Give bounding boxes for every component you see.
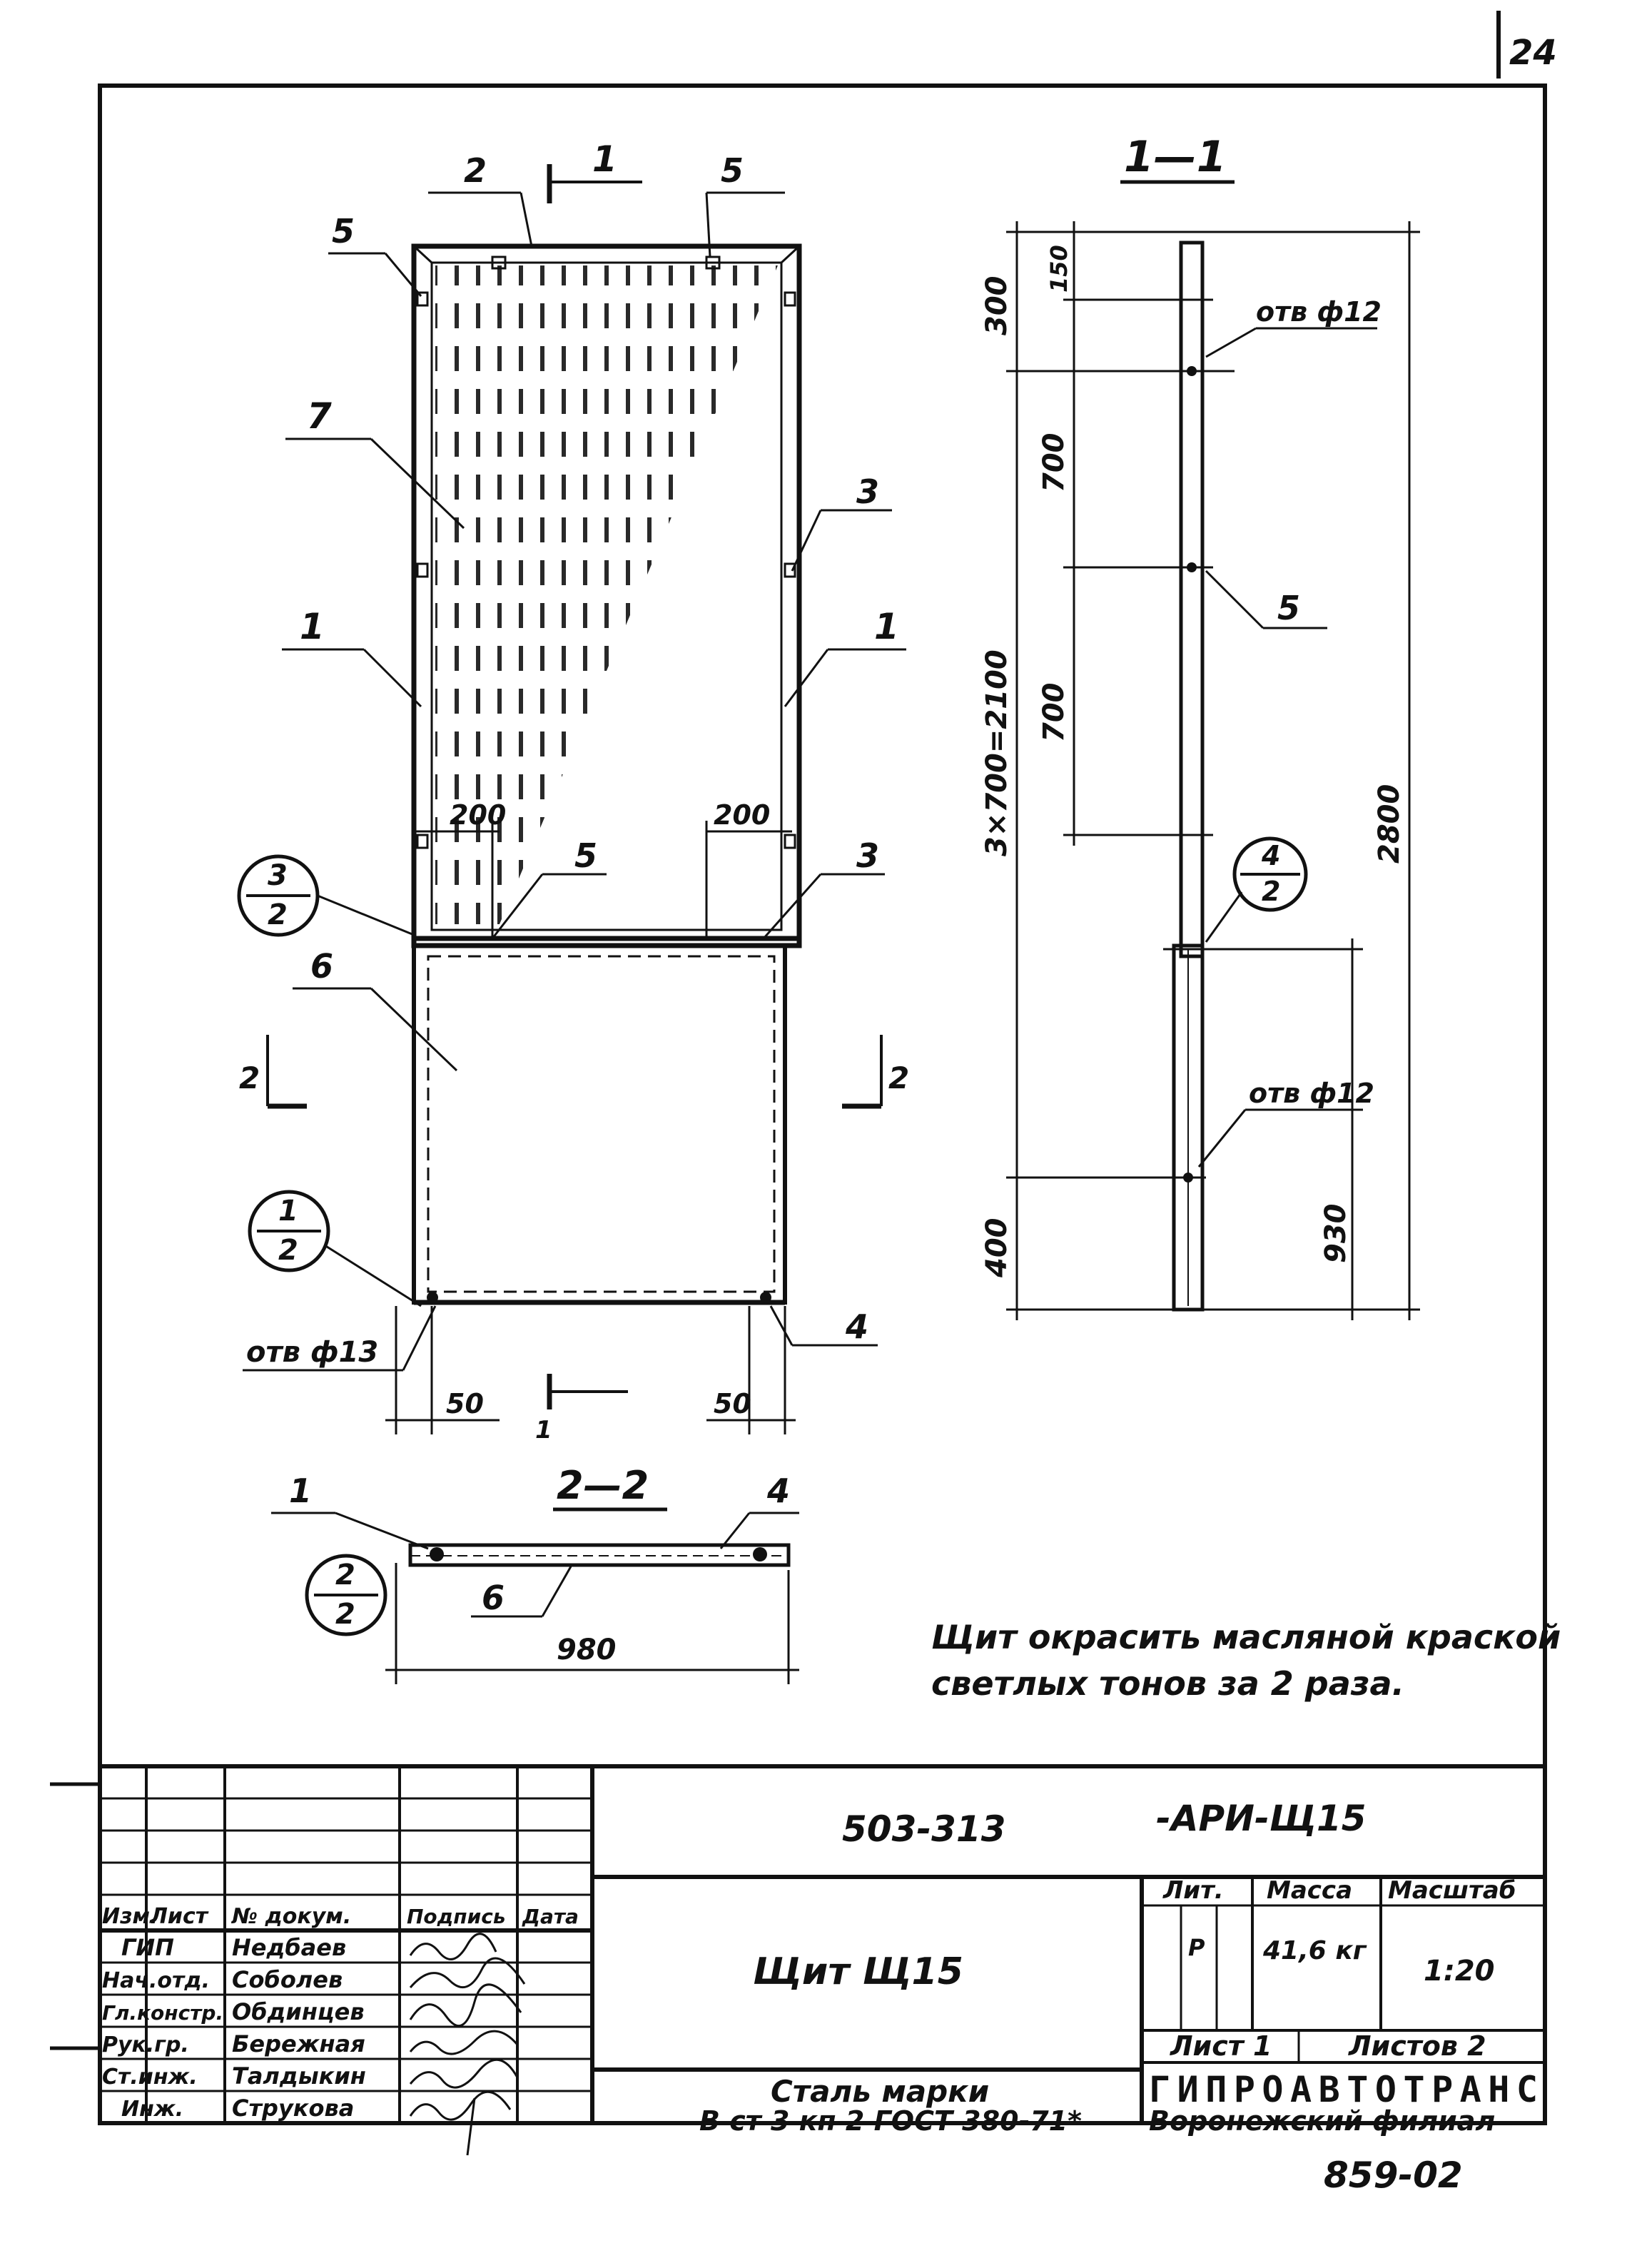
staff-role-4: Рук.гр. [102,2032,189,2057]
hdr-doc: № докум. [230,1904,351,1929]
hdr-sign: Подпись [407,1905,506,1928]
callout-6-section-2: 6 [482,1579,505,1617]
signatures [409,1933,526,2156]
designation-suffix: -АРИ-Щ15 [1156,1798,1367,1839]
section-2-2-title: 2—2 [557,1463,649,1508]
dim-700-a: 700 [1038,433,1070,493]
svg-text:2: 2 [1262,876,1280,907]
lit-value: Р [1188,1934,1205,1961]
section-2-left: 2 [239,1060,260,1095]
callout-5-top-right: 5 [721,151,744,190]
mass-value: 41,6 кг [1262,1936,1367,1965]
material-line-1: Сталь марки [771,2074,989,2109]
note-line-1: Щит окрасить масляной краской [931,1618,1561,1656]
lit-label: Лит. [1162,1876,1224,1905]
section-2-2: 2—2 980 1 4 6 2 2 [271,1463,799,1684]
dim-700-b: 700 [1038,683,1070,743]
detail-marker-3-2: 3 2 [237,854,415,937]
staff-name-3: Обдинцев [232,1998,365,2025]
callout-2: 2 [464,151,487,190]
doc-code: 859-02 [1324,2155,1463,2196]
staff-role-1: ГИП [121,1934,174,1961]
callout-1-left: 1 [300,606,325,647]
sheet-frame [98,83,1547,2125]
section-mark-top: 1 [592,138,617,180]
scale-value: 1:20 [1424,1955,1495,1988]
hdr-list: Лист [149,1904,209,1929]
callout-5-lower: 5 [574,836,597,875]
svg-text:2: 2 [278,1234,298,1267]
dim-300: 300 [980,276,1013,336]
section-1-1: 1—1 300 150 700 700 3×700=2100 2800 400 … [980,132,1420,1320]
front-view: 50 50 200 200 1 1 2 5 5 7 3 1 [237,138,909,1444]
organization: ГИПРОАВТОТРАНС [1149,2069,1538,2110]
callout-4-section-2: 4 [766,1472,790,1510]
callout-4: 4 [845,1307,868,1346]
branch: Воронежский филиал [1149,2105,1495,2137]
svg-text:3: 3 [268,859,288,892]
callout-5-top-left: 5 [332,212,355,250]
section-mark-bottom: 1 [535,1416,552,1444]
dim-200-right: 200 [714,799,770,831]
detail-marker-4-2: 4 2 [1205,836,1308,943]
hole-label-main: отв ф13 [246,1336,378,1369]
svg-text:2: 2 [335,1598,355,1631]
item-name: Щит Щ15 [753,1950,963,1993]
staff-role-2: Нач.отд. [102,1968,210,1993]
mass-label: Масса [1267,1876,1352,1905]
staff-name-6: Струкова [232,2095,354,2122]
dim-2100: 3×700=2100 [980,649,1013,856]
material-line-2: В ст 3 кп 2 ГОСТ 380-71* [699,2105,1082,2137]
staff-name-4: Бережная [232,2030,365,2057]
dim-2800: 2800 [1373,784,1406,864]
dim-50-left: 50 [446,1388,484,1419]
callout-5-section: 5 [1277,589,1300,627]
callout-3-lower: 3 [856,836,879,875]
staff-role-5: Ст.инж. [102,2065,198,2090]
note-line-2: светлых тонов за 2 раза. [931,1664,1404,1703]
staff-name-2: Соболев [232,1966,343,1993]
svg-text:4: 4 [1261,840,1280,871]
sheets-label: Листов 2 [1348,2030,1486,2062]
dim-150: 150 [1045,245,1073,293]
callout-1-right: 1 [874,606,899,647]
svg-text:2: 2 [268,898,288,931]
dim-200-left: 200 [450,799,506,831]
callout-7: 7 [307,395,332,437]
staff-role-3: Гл.констр. [102,2001,223,2025]
staff-name-1: Недбаев [232,1934,346,1961]
callout-6: 6 [310,947,333,986]
dim-980: 980 [557,1634,617,1666]
staff-role-6: Инж. [121,2097,183,2122]
dim-50-right: 50 [714,1388,751,1419]
designation-code: 503-313 [842,1808,1006,1850]
title-block: Изм. Лист № докум. Подпись Дата ГИП Недб… [100,1764,1545,2156]
staff-name-5: Талдыкин [232,2062,366,2090]
svg-text:1: 1 [278,1195,298,1227]
hdr-izm: Изм. [102,1904,158,1929]
scale-label: Масштаб [1388,1876,1516,1905]
page-number: 24 [1509,33,1557,73]
hdr-date: Дата [522,1905,579,1928]
detail-marker-2-2: 2 2 [305,1554,387,1636]
dim-930: 930 [1319,1204,1352,1264]
mesh-fill [435,265,778,924]
dim-400: 400 [980,1218,1013,1279]
hole-label-top: отв ф12 [1256,296,1382,328]
callout-3: 3 [856,472,879,511]
sheet-label: Лист 1 [1170,2030,1272,2062]
detail-marker-1-2: 1 2 [248,1190,422,1307]
callout-1-section-2: 1 [289,1472,312,1510]
section-1-1-title: 1—1 [1124,132,1227,182]
svg-text:2: 2 [335,1559,355,1591]
hole-label-bottom: отв ф12 [1249,1078,1374,1109]
section-2-right: 2 [888,1060,909,1095]
